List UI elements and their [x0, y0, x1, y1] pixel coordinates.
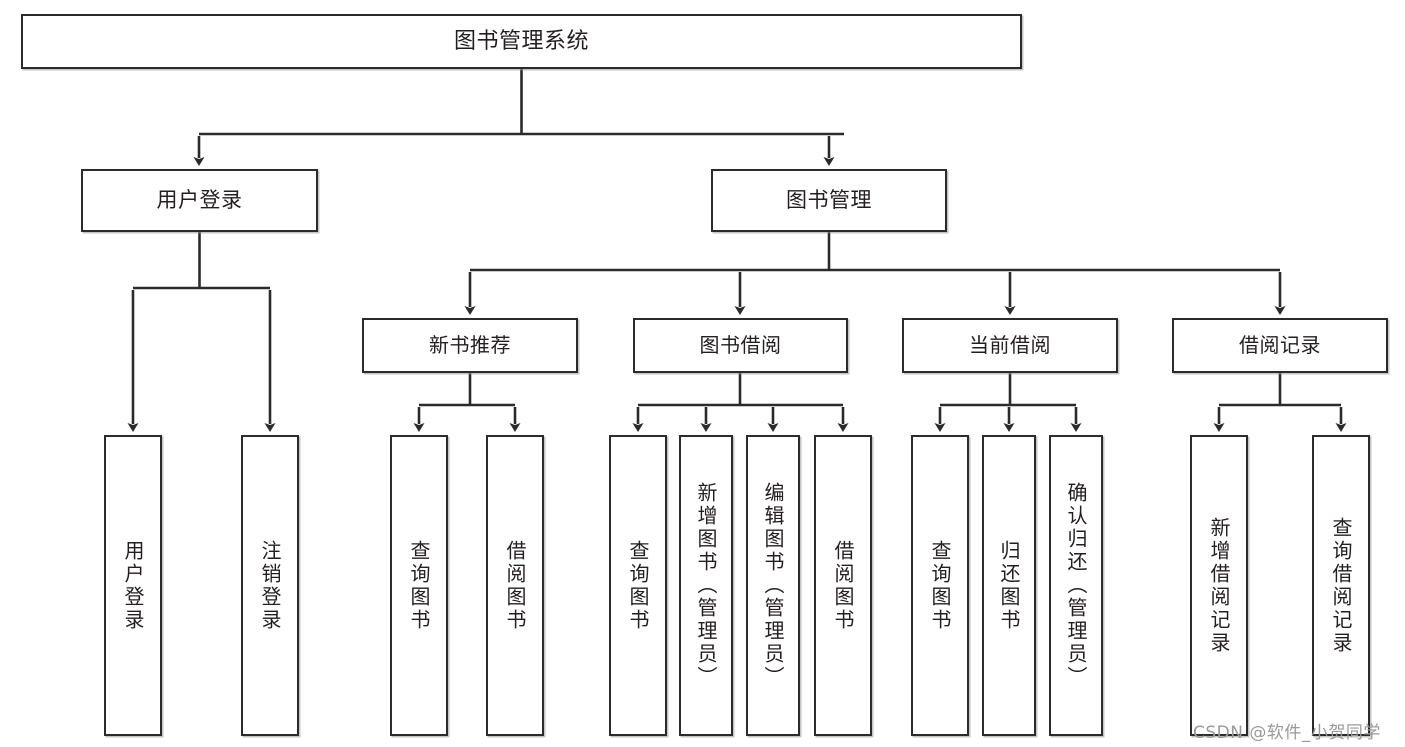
node-label: 图书管理: [786, 188, 872, 213]
node-label: 借阅图书: [503, 539, 527, 632]
node-user-login[interactable]: 用户登录: [81, 169, 318, 232]
node-book-borrow[interactable]: 图书借阅: [633, 318, 848, 373]
node-label: 新书推荐: [429, 332, 511, 357]
node-book-management[interactable]: 图书管理: [711, 169, 947, 232]
node-leaf-return-book[interactable]: 归还图书: [982, 435, 1036, 736]
node-label: 查询图书: [928, 539, 952, 632]
node-label: 编辑图书（管理员）: [761, 482, 785, 689]
node-leaf-query-book-current[interactable]: 查询图书: [911, 435, 969, 736]
node-root-system[interactable]: 图书管理系统: [21, 14, 1022, 69]
node-label: 用户登录: [156, 188, 243, 213]
node-label: 用户登录: [121, 539, 145, 632]
node-label: 查询借阅记录: [1329, 516, 1353, 655]
node-label: 查询图书: [407, 539, 431, 632]
node-leaf-add-borrow-record[interactable]: 新增借阅记录: [1190, 435, 1248, 736]
node-borrow-records[interactable]: 借阅记录: [1172, 318, 1388, 373]
node-leaf-logout-login[interactable]: 注销登录: [241, 435, 299, 736]
node-label: 图书借阅: [699, 332, 782, 357]
node-leaf-borrow-book[interactable]: 借阅图书: [814, 435, 872, 736]
node-leaf-edit-book-admin[interactable]: 编辑图书（管理员）: [746, 435, 800, 736]
node-leaf-add-book-admin[interactable]: 新增图书（管理员）: [679, 435, 733, 736]
node-label: 借阅记录: [1239, 332, 1321, 357]
node-label: 确认归还（管理员）: [1064, 482, 1088, 689]
node-leaf-confirm-return-admin[interactable]: 确认归还（管理员）: [1049, 435, 1103, 736]
node-label: 借阅图书: [831, 539, 855, 632]
node-label: 新增图书（管理员）: [694, 482, 718, 689]
node-label: 归还图书: [997, 539, 1021, 632]
node-current-borrow[interactable]: 当前借阅: [902, 318, 1118, 373]
node-leaf-query-borrow-record[interactable]: 查询借阅记录: [1312, 435, 1370, 736]
node-new-book-recommend[interactable]: 新书推荐: [362, 318, 578, 373]
node-leaf-user-login[interactable]: 用户登录: [104, 435, 162, 736]
node-leaf-borrow-book-recommend[interactable]: 借阅图书: [486, 435, 544, 736]
node-label: 注销登录: [258, 539, 282, 632]
node-leaf-query-book-borrow[interactable]: 查询图书: [609, 435, 667, 736]
node-label: 图书管理系统: [453, 28, 589, 54]
node-label: 当前借阅: [969, 332, 1051, 357]
node-leaf-query-book-recommend[interactable]: 查询图书: [390, 435, 448, 736]
node-label: 查询图书: [626, 539, 650, 632]
csdn-watermark: CSDN @软件_小贺同学: [1193, 723, 1381, 743]
node-label: 新增借阅记录: [1207, 516, 1231, 655]
